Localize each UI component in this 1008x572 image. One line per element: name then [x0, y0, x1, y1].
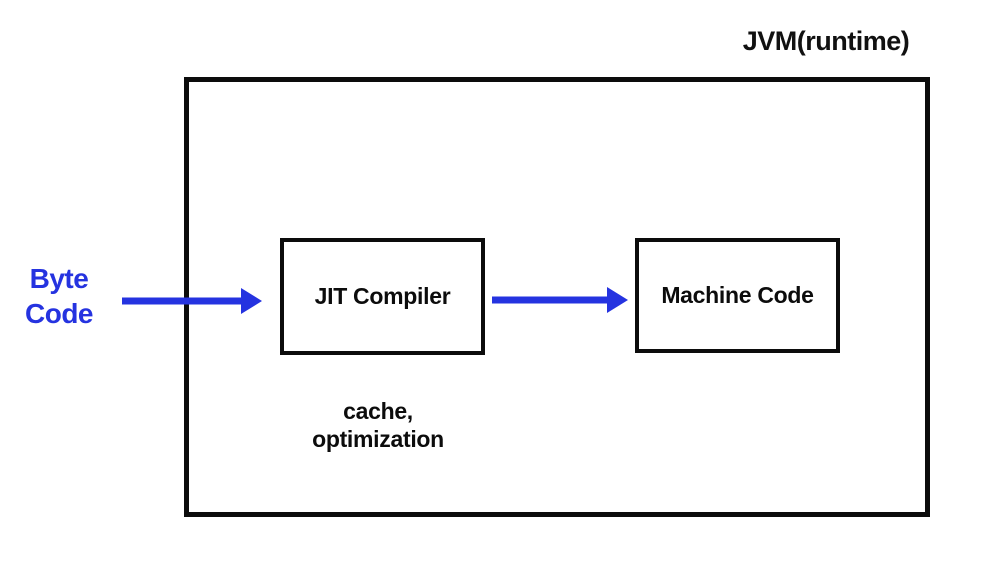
annotation-line-2: optimization [312, 426, 444, 453]
jvm-runtime-boundary-box [184, 77, 930, 517]
jit-compiler-label: JIT Compiler [314, 283, 451, 309]
byte-code-line-1: Byte [29, 263, 89, 294]
cache-optimization-annotation: cache, optimization [268, 397, 488, 453]
machine-code-label: Machine Code [661, 282, 814, 308]
jvm-runtime-title: JVM(runtime) [742, 26, 910, 56]
jit-compiler-box: JIT Compiler [280, 238, 485, 355]
machine-code-box: Machine Code [635, 238, 840, 353]
byte-code-line-2: Code [25, 297, 94, 329]
byte-code-label: Byte Code [3, 262, 115, 331]
annotation-line-1: cache, [343, 398, 413, 424]
